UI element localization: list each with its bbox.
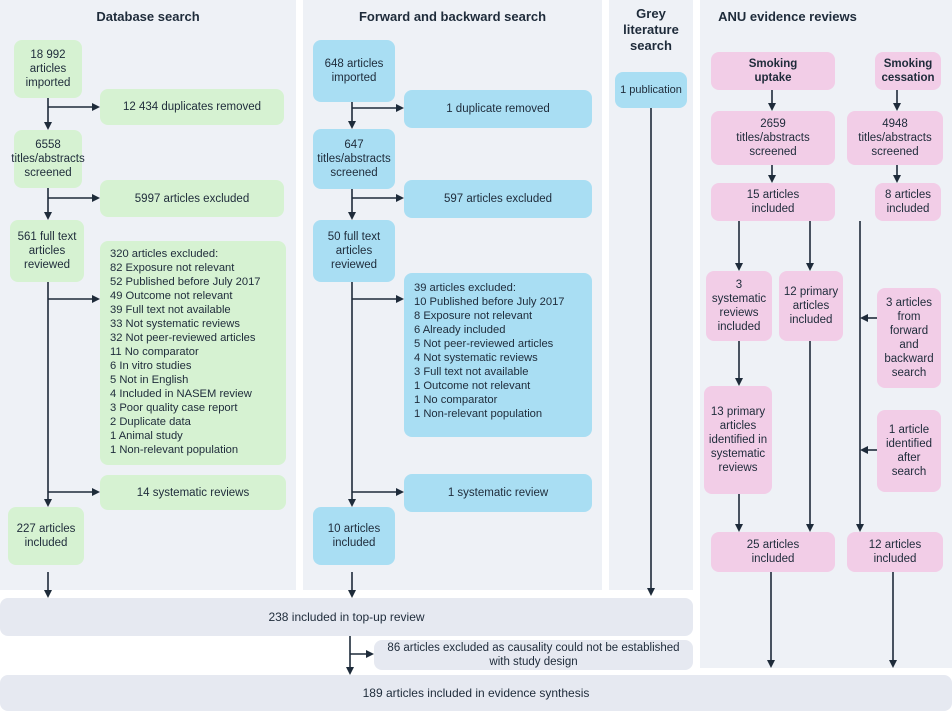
fw-screened: 647 titles/abstracts screened — [313, 129, 395, 189]
db-excl-2: 52 Published before July 2017 — [110, 276, 261, 288]
anu-cessation-title: Smoking cessation — [875, 52, 941, 90]
anu-cessation-forward: 3 articles from forward and backward sea… — [877, 288, 941, 388]
db-screened: 6558 titles/abstracts screened — [11, 130, 85, 188]
grey-publication: 1 publication — [615, 72, 687, 108]
anu-cessation-included: 8 articles included — [875, 183, 941, 221]
anu-uptake-included: 15 articles included — [711, 183, 835, 221]
fw-duplicate-removed: 1 duplicate removed — [404, 90, 592, 128]
anu-cessation-final: 12 articles included — [847, 532, 943, 572]
db-fulltext-reviewed: 561 full text articles reviewed — [10, 220, 84, 282]
fw-excl-7: 1 Outcome not relevant — [414, 380, 531, 392]
db-excl-1: 82 Exposure not relevant — [110, 262, 235, 274]
db-excl-8: 6 In vitro studies — [110, 360, 192, 372]
fw-excluded-list: 39 articles excluded: 10 Published befor… — [404, 273, 592, 437]
db-excl-3: 49 Outcome not relevant — [110, 290, 233, 302]
fw-excl-6: 3 Full text not available — [414, 366, 529, 378]
anu-uptake-identified: 13 primary articles identified in system… — [704, 386, 772, 494]
fw-systematic-review: 1 systematic review — [404, 474, 592, 512]
db-excl-10: 4 Included in NASEM review — [110, 388, 252, 400]
db-excl-6: 32 Not peer-reviewed articles — [110, 332, 256, 344]
database-search-header: Database search — [96, 9, 200, 24]
db-excl-7: 11 No comparator — [110, 346, 199, 358]
db-excl-9: 5 Not in English — [110, 374, 189, 386]
fw-excl-8: 1 No comparator — [414, 394, 498, 406]
fw-excl-0: 39 articles excluded: — [414, 282, 516, 294]
grey-literature-header: Grey literature search — [623, 6, 679, 53]
db-included: 227 articles included — [8, 507, 84, 565]
fw-included: 10 articles included — [313, 507, 395, 565]
db-excl-11: 3 Poor quality case report — [110, 402, 238, 414]
db-excl-13: 1 Animal study — [110, 430, 183, 442]
db-excl-14: 1 Non-relevant population — [110, 444, 239, 456]
fw-excl-3: 6 Already included — [414, 324, 506, 336]
anu-uptake-title: Smoking uptake — [711, 52, 835, 90]
db-excluded: 5997 articles excluded — [100, 180, 284, 217]
db-imported: 18 992 articles imported — [14, 40, 82, 98]
fw-excl-2: 8 Exposure not relevant — [414, 310, 533, 322]
evidence-synthesis-bar: 189 articles included in evidence synthe… — [0, 675, 952, 711]
db-excluded-list: 320 articles excluded: 82 Exposure not r… — [100, 241, 286, 465]
fw-excl-1: 10 Published before July 2017 — [414, 296, 565, 308]
fw-excl-5: 4 Not systematic reviews — [414, 352, 538, 364]
anu-reviews-header: ANU evidence reviews — [718, 9, 857, 24]
db-excl-5: 33 Not systematic reviews — [110, 318, 240, 330]
fw-excl-4: 5 Not peer-reviewed articles — [414, 338, 554, 350]
anu-uptake-systematic: 3 systematic reviews included — [706, 271, 772, 341]
fw-fulltext-reviewed: 50 full text articles reviewed — [313, 220, 395, 282]
forward-backward-header: Forward and backward search — [358, 9, 547, 24]
db-systematic-reviews: 14 systematic reviews — [100, 475, 286, 510]
db-excl-0: 320 articles excluded: — [110, 248, 219, 260]
fw-excl-9: 1 Non-relevant population — [414, 408, 543, 420]
db-excl-12: 2 Duplicate data — [110, 416, 191, 428]
anu-cessation-screened: 4948 titles/abstracts screened — [847, 111, 943, 165]
causality-excluded-bar: 86 articles excluded as causality could … — [374, 640, 693, 670]
fw-excluded: 597 articles excluded — [404, 180, 592, 218]
fw-imported: 648 articles imported — [313, 40, 395, 102]
anu-uptake-final: 25 articles included — [711, 532, 835, 572]
anu-uptake-primary: 12 primary articles included — [779, 271, 843, 341]
anu-cessation-after: 1 article identified after search — [877, 410, 941, 492]
db-duplicates-removed: 12 434 duplicates removed — [100, 89, 284, 125]
anu-uptake-screened: 2659 titles/abstracts screened — [711, 111, 835, 165]
db-excl-4: 39 Full text not available — [110, 304, 231, 316]
topup-review-bar: 238 included in top-up review — [0, 598, 693, 636]
